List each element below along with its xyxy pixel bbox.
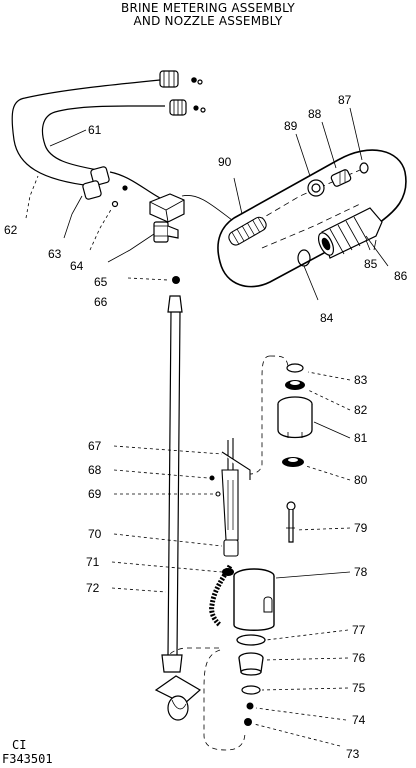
check-ball (172, 276, 180, 284)
leader-77 (265, 629, 349, 641)
callout-74: 74 (352, 713, 366, 727)
brine-pickup-tube (167, 295, 183, 656)
callout-81: 81 (354, 431, 368, 445)
leader-71 (111, 561, 223, 573)
compression-nut-lower (169, 99, 206, 116)
flex-hose-71 (209, 564, 233, 627)
seal-80 (282, 457, 304, 467)
oring-77 (236, 634, 266, 646)
float-housing-81 (277, 396, 313, 439)
leader-75 (261, 687, 349, 691)
callout-65: 65 (94, 275, 108, 289)
leader-82 (307, 389, 351, 411)
leader-79 (295, 527, 351, 531)
callout-64: 64 (70, 259, 84, 273)
leader-72 (111, 587, 167, 593)
hose-clamp (222, 568, 234, 576)
compression-nut-upper (159, 70, 203, 88)
leader-80 (305, 465, 351, 481)
callout-76: 76 (352, 651, 366, 665)
leader-90 (233, 177, 243, 215)
callout-66: 66 (94, 295, 108, 309)
callout-88: 88 (308, 107, 322, 121)
washer-75 (241, 685, 261, 695)
callout-80: 80 (354, 473, 368, 487)
leader-70 (113, 533, 223, 547)
catalog-code-line-2: F343501 (2, 752, 53, 766)
leader-83 (307, 371, 351, 381)
callout-62: 62 (4, 223, 18, 237)
leader-61 (49, 129, 87, 147)
callout-61: 61 (88, 123, 102, 137)
callout-77: 77 (352, 623, 366, 637)
callout-83: 83 (354, 373, 368, 387)
check-ball-74 (246, 702, 254, 710)
leader-87 (349, 107, 363, 161)
callout-86: 86 (394, 269, 408, 283)
callout-73: 73 (346, 747, 360, 761)
leader-85 (365, 239, 377, 251)
callout-leaders (25, 107, 389, 747)
callout-69: 69 (88, 487, 102, 501)
compression-nut-63 (82, 180, 119, 208)
brine-tubing-assembly (11, 79, 241, 227)
leader-67 (113, 445, 223, 455)
leader-63 (63, 195, 83, 239)
leader-64 (89, 207, 113, 251)
leader-84 (303, 265, 319, 301)
callout-89: 89 (284, 119, 298, 133)
leader-88 (321, 121, 337, 169)
callout-labels: 61 62 63 64 65 66 67 68 69 70 71 72 73 7… (4, 93, 408, 761)
nozzle-body-86 (317, 207, 383, 259)
assembly-guide-line-upper (249, 355, 271, 475)
leader-89 (295, 133, 311, 177)
callout-90: 90 (218, 155, 232, 169)
nozzle-screen-cartridge (228, 216, 267, 246)
check-ball-73 (244, 718, 252, 726)
diagram-title-line-1: BRINE METERING ASSEMBLY (121, 1, 295, 15)
assembly-guide-line-lower (203, 649, 246, 751)
brine-cup-78 (233, 568, 275, 631)
leader-66 (127, 277, 169, 281)
callout-71: 71 (86, 555, 100, 569)
washer-83 (286, 363, 304, 373)
nozzle-oring-87 (359, 162, 369, 174)
leader-81 (313, 421, 351, 439)
diagram-title-line-2: AND NOZZLE ASSEMBLY (133, 14, 283, 28)
catalog-code-line-1: CI (12, 738, 27, 752)
tube-outer (11, 79, 161, 187)
tube-strainer (154, 654, 202, 721)
callout-87: 87 (338, 93, 352, 107)
callout-75: 75 (352, 681, 366, 695)
callout-85: 85 (364, 257, 378, 271)
float-rod-assembly (209, 438, 251, 557)
leader-65 (107, 233, 155, 263)
callout-70: 70 (88, 527, 102, 541)
nozzle-nut-89 (307, 179, 325, 197)
leader-68 (113, 469, 209, 479)
callout-78: 78 (354, 565, 368, 579)
assembly-guide-line-cap (269, 355, 289, 367)
leader-78 (275, 571, 351, 579)
leader-73 (253, 723, 341, 747)
tube-valve-link (109, 171, 161, 199)
brine-valve-body (149, 193, 185, 243)
callout-68: 68 (88, 463, 102, 477)
leader-76 (263, 657, 349, 661)
float-stem-79 (286, 501, 296, 543)
fitting-76 (238, 652, 264, 676)
callout-63: 63 (48, 247, 62, 261)
leader-86 (365, 235, 389, 267)
leader-62 (25, 175, 39, 219)
leader-74 (255, 707, 347, 721)
callout-72: 72 (86, 581, 100, 595)
tube-inner (41, 105, 166, 171)
callout-79: 79 (354, 521, 368, 535)
seal-82 (285, 380, 305, 390)
callout-84: 84 (320, 311, 334, 325)
callout-67: 67 (88, 439, 102, 453)
nozzle-insert-88 (330, 169, 352, 187)
callout-82: 82 (354, 403, 368, 417)
